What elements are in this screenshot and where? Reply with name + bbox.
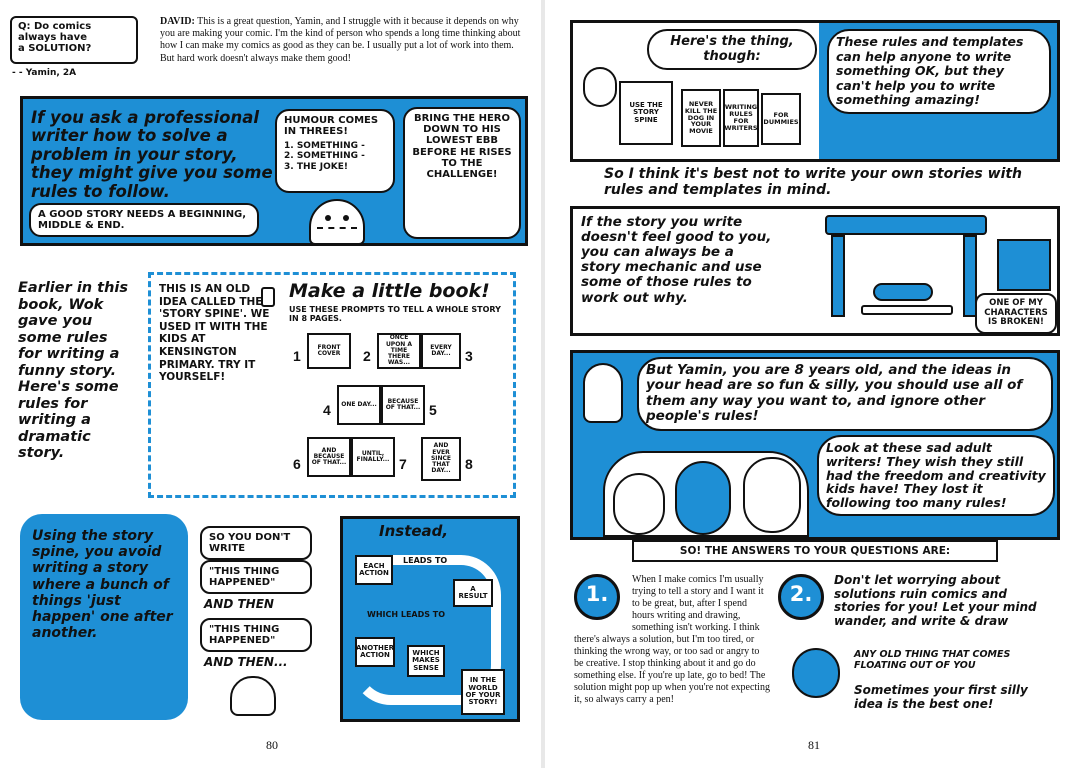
- david-text: This is a great question, Yamin, and I s…: [160, 16, 521, 64]
- book-never-kill-dog: NEVER KILL THE DOG IN YOUR MOVIE: [681, 89, 721, 147]
- bubble-so-you: SO YOU DON'T WRITE: [200, 526, 312, 561]
- mini-page-7: UNTIL, FINALLY...: [351, 437, 395, 477]
- writer-face-icon: [309, 199, 365, 245]
- mini-page-3: EVERY DAY...: [421, 333, 461, 369]
- bubble-humour-list: 1. SOMETHING - 2. SOMETHING - 3. THE JOK…: [284, 141, 365, 172]
- author-face-icon: [230, 676, 276, 716]
- instead-title: Instead,: [379, 522, 449, 540]
- page-num-2: 2: [363, 348, 371, 364]
- flow-leads-to: LEADS TO: [403, 556, 448, 565]
- flow-which-leads-to: WHICH LEADS TO: [367, 610, 446, 619]
- flow-in-the-world: IN THE WORLD OF YOUR STORY!: [461, 669, 505, 715]
- panel1-text: If you ask a professional writer how to …: [31, 108, 273, 201]
- bubble-rules-templates: These rules and templates can help anyon…: [827, 29, 1051, 114]
- flow-arrow-icon: [351, 555, 501, 705]
- page-num-5: 5: [429, 402, 437, 418]
- david-answer: DAVID: This is a great question, Yamin, …: [160, 16, 530, 65]
- think-text: So I think it's best not to write your o…: [604, 166, 1023, 199]
- answer2-badge: 2.: [778, 574, 824, 620]
- page-gutter: [541, 0, 545, 768]
- dont-write-column: SO YOU DON'T WRITE "THIS THING HAPPENED"…: [200, 526, 320, 722]
- flow-a-result: A RESULT: [453, 579, 493, 607]
- page-number-left: 80: [266, 738, 278, 752]
- answer1-text: When I make comics I'm usually trying to…: [574, 574, 770, 705]
- bubble-heres-the-thing: Here's the thing, though:: [647, 29, 817, 71]
- answer1-badge: 1.: [574, 574, 620, 620]
- oil-barrel-icon: [997, 239, 1051, 291]
- flow-each-action: EACH ACTION: [355, 555, 393, 585]
- answer1-text-wrap: When I make comics I'm usually trying to…: [574, 574, 770, 706]
- mini-page-8: AND EVER SINCE THAT DAY...: [421, 437, 461, 481]
- mechanic-character-icon: [873, 283, 933, 301]
- sad-writers-icon: [603, 451, 809, 537]
- answer2-bottom: Sometimes your first silly idea is the b…: [854, 683, 1028, 711]
- story-spine-blob: Using the story spine, you avoid writing…: [20, 514, 188, 720]
- answer2-text: Don't let worrying about solutions ruin …: [834, 573, 1037, 629]
- david-label: DAVID:: [160, 16, 195, 27]
- page-num-3: 3: [465, 348, 473, 364]
- author-head-icon: [583, 67, 617, 107]
- panel-story-mechanic: If the story you write doesn't feel good…: [570, 206, 1060, 336]
- book-for-dummies: FOR DUMMIES: [761, 93, 801, 145]
- answer1-number: 1.: [585, 582, 609, 606]
- page-num-6: 6: [293, 456, 301, 472]
- bubble-beginning-middle-end: A GOOD STORY NEEDS A BEGINNING, MIDDLE &…: [29, 203, 259, 238]
- bubble-humour-title: HUMOUR COMES IN THREES!: [284, 115, 379, 138]
- lift-post-left-icon: [831, 235, 845, 317]
- yamin-icon: [583, 363, 623, 423]
- car-body-icon: [825, 215, 987, 235]
- book-writing-rules: WRITING RULES FOR WRITERS: [723, 89, 759, 147]
- and-then-1: AND THEN: [204, 597, 274, 611]
- panel-yamin: But Yamin, you are 8 years old, and the …: [570, 350, 1060, 540]
- mini-page-2: ONCE UPON A TIME THERE WAS...: [377, 333, 421, 369]
- bubble-yamin: But Yamin, you are 8 years old, and the …: [637, 357, 1053, 431]
- answer2-number: 2.: [789, 582, 813, 606]
- book-title: Make a little book!: [289, 280, 490, 302]
- earlier-text: Earlier in this book, Wok gave you some …: [18, 280, 129, 462]
- spine-text: Using the story spine, you avoid writing…: [32, 528, 173, 642]
- flow-another-action: ANOTHER ACTION: [355, 637, 395, 667]
- answer2-floating: ANY OLD THING THAT COMES FLOATING OUT OF…: [854, 649, 1011, 671]
- answers-banner: SO! THE ANSWERS TO YOUR QUESTIONS ARE:: [632, 540, 998, 562]
- old-idea-text: THIS IS AN OLD IDEA CALLED THE 'STORY SP…: [159, 283, 270, 384]
- panel-little-book: THIS IS AN OLD IDEA CALLED THE 'STORY SP…: [148, 272, 516, 498]
- kid-drawing-icon: [792, 648, 840, 698]
- bubble-humour: HUMOUR COMES IN THREES! 1. SOMETHING - 2…: [275, 109, 395, 193]
- mechanic-text: If the story you write doesn't feel good…: [581, 214, 772, 306]
- question-author: - - Yamin, 2A: [12, 68, 77, 78]
- book-story-spine: USE THE STORY SPINE: [619, 81, 673, 145]
- left-page: Q: Do comics always have a SOLUTION? - -…: [0, 0, 543, 768]
- panel-instead: Instead, EACH ACTION LEADS TO A RESULT W…: [340, 516, 520, 722]
- page-number-right: 81: [808, 738, 820, 752]
- bubble-sad-writers: Look at these sad adult writers! They wi…: [817, 435, 1055, 516]
- bubble-hero: BRING THE HERO DOWN TO HIS LOWEST EBB BE…: [403, 107, 521, 239]
- page-num-4: 4: [323, 402, 331, 418]
- creeper-board-icon: [861, 305, 953, 315]
- book-subtitle: USE THESE PROMPTS TO TELL A WHOLE STORY …: [289, 305, 501, 323]
- mini-page-4: ONE DAY...: [337, 385, 381, 425]
- mini-page-6: AND BECAUSE OF THAT...: [307, 437, 351, 477]
- page-num-8: 8: [465, 456, 473, 472]
- right-page: Here's the thing, though: USE THE STORY …: [544, 0, 1087, 768]
- and-then-2: AND THEN...: [204, 655, 288, 669]
- panel-professional-writer: If you ask a professional writer how to …: [20, 96, 528, 246]
- lift-post-right-icon: [963, 235, 977, 317]
- mini-page-1: FRONT COVER: [307, 333, 351, 369]
- bubble-this-thing-2: "THIS THING HAPPENED": [200, 618, 312, 653]
- booklet-icon: [261, 287, 275, 307]
- bubble-this-thing-1: "THIS THING HAPPENED": [200, 560, 312, 595]
- question-box: Q: Do comics always have a SOLUTION?: [10, 16, 138, 64]
- mini-page-5: BECAUSE OF THAT...: [381, 385, 425, 425]
- mechanic-caption: ONE OF MY CHARACTERS IS BROKEN!: [975, 293, 1057, 334]
- page-num-7: 7: [399, 456, 407, 472]
- page-num-1: 1: [293, 348, 301, 364]
- flow-which-makes-sense: WHICH MAKES SENSE: [407, 645, 445, 677]
- panel-heres-the-thing: Here's the thing, though: USE THE STORY …: [570, 20, 1060, 162]
